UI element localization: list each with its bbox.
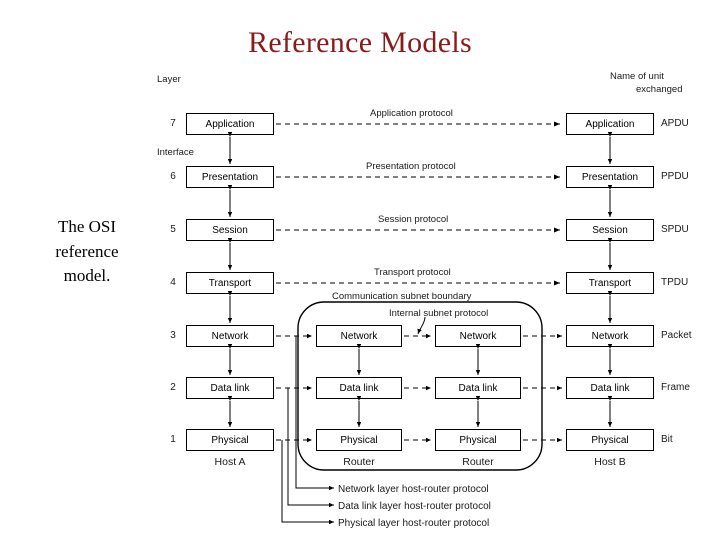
layer-number-2: 2 [170, 382, 176, 393]
interface-label: Interface [157, 147, 194, 158]
router-2-data-link-box[interactable]: Data link [435, 377, 521, 399]
host-b-layer-6-box[interactable]: Presentation [566, 166, 654, 188]
layer-number-6: 6 [170, 171, 176, 182]
router-1-physical-box[interactable]: Physical [316, 429, 402, 451]
layer-number-4: 4 [170, 277, 176, 288]
footnote-network-layer: Network layer host-router protocol [338, 484, 489, 495]
host-a-layer-3-box[interactable]: Network [186, 325, 274, 347]
host-a-layer-6-box[interactable]: Presentation [186, 166, 274, 188]
protocol-label-application: Application protocol [370, 108, 453, 119]
unit-packet: Packet [661, 330, 692, 341]
layer-number-1: 1 [170, 434, 176, 445]
unit-spdu: SPDU [661, 224, 689, 235]
protocol-label-transport: Transport protocol [374, 267, 451, 278]
host-b-label: Host B [594, 456, 626, 468]
footnote-data-link-layer: Data link layer host-router protocol [338, 501, 491, 512]
unit-tpdu: TPDU [661, 277, 689, 288]
protocol-label-presentation: Presentation protocol [366, 161, 456, 172]
host-a-layer-7-box[interactable]: Application [186, 113, 274, 135]
host-a-layer-1-box[interactable]: Physical [186, 429, 274, 451]
internal-subnet-protocol-label: Internal subnet protocol [389, 308, 489, 319]
protocol-label-session: Session protocol [378, 214, 449, 225]
footnote-physical-layer: Physical layer host-router protocol [338, 518, 490, 529]
unit-bit: Bit [661, 434, 673, 445]
figure-caption: The OSI reference model. [22, 215, 152, 289]
router-1-label: Router [343, 456, 375, 468]
host-b-layer-5-box[interactable]: Session [566, 219, 654, 241]
layer-number-5: 5 [170, 224, 176, 235]
router-2-network-box[interactable]: Network [435, 325, 521, 347]
host-b-layer-2-box[interactable]: Data link [566, 377, 654, 399]
unit-apdu: APDU [661, 118, 689, 129]
host-a-layer-4-box[interactable]: Transport [186, 272, 274, 294]
caption-line-2: reference [55, 241, 119, 261]
caption-line-3: model. [63, 266, 111, 286]
page-title: Reference Models [248, 26, 472, 59]
router-2-label: Router [462, 456, 494, 468]
host-a-layer-2-box[interactable]: Data link [186, 377, 274, 399]
unit-header-line2: exchanged [636, 84, 683, 95]
layer-number-3: 3 [170, 330, 176, 341]
subnet-boundary-label: Communication subnet boundary [332, 291, 472, 302]
host-b-layer-7-box[interactable]: Application [566, 113, 654, 135]
host-a-label: Host A [214, 456, 246, 468]
caption-line-1: The OSI [57, 217, 117, 236]
host-b-layer-4-box[interactable]: Transport [566, 272, 654, 294]
unit-header-line1: Name of unit [610, 71, 664, 82]
unit-ppdu: PPDU [661, 171, 689, 182]
host-b-layer-3-box[interactable]: Network [566, 325, 654, 347]
router-1-data-link-box[interactable]: Data link [316, 377, 402, 399]
layer-header: Layer [157, 74, 181, 85]
host-b-layer-1-box[interactable]: Physical [566, 429, 654, 451]
unit-frame: Frame [661, 382, 690, 393]
layer-number-7: 7 [170, 118, 176, 129]
router-1-network-box[interactable]: Network [316, 325, 402, 347]
host-a-layer-5-box[interactable]: Session [186, 219, 274, 241]
router-2-physical-box[interactable]: Physical [435, 429, 521, 451]
